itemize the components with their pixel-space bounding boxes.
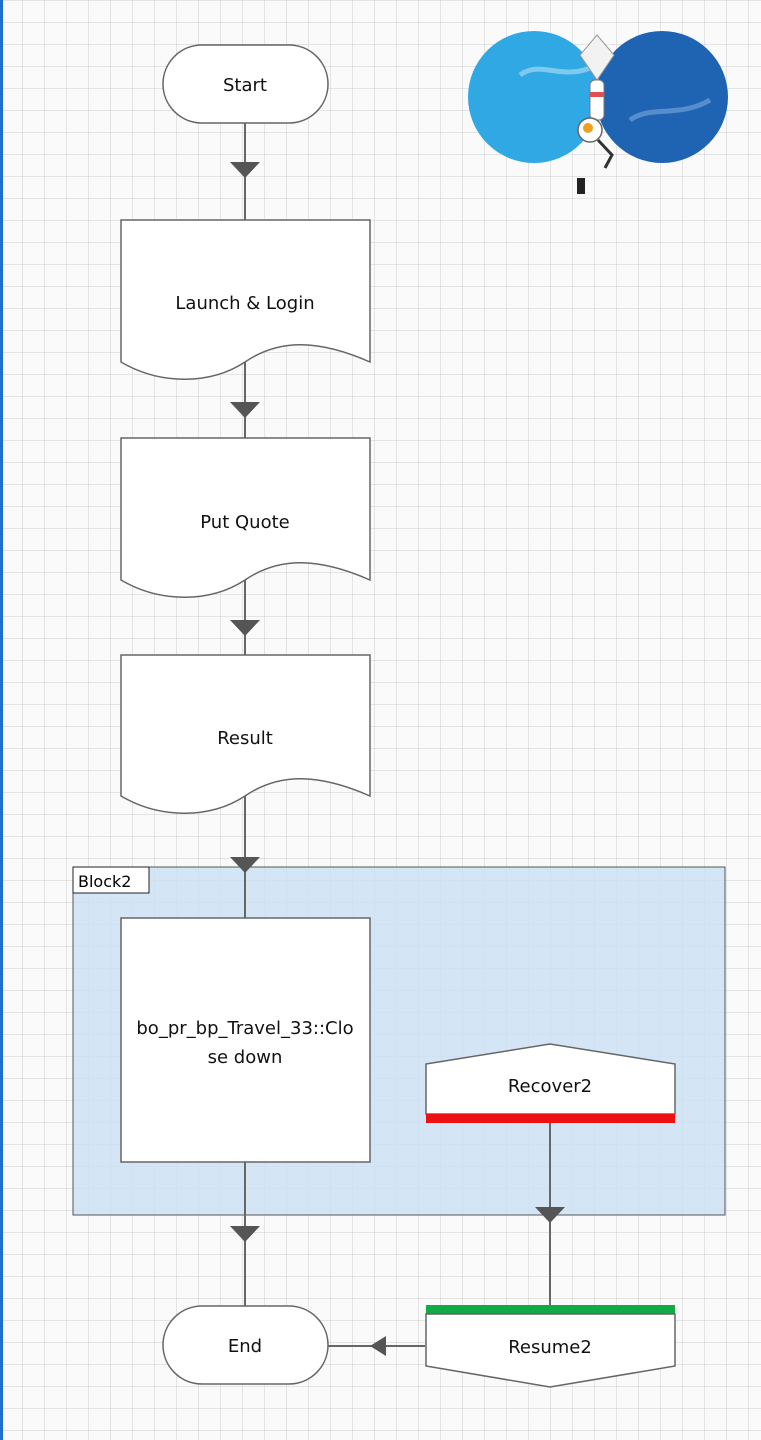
result-label: Result [217, 728, 273, 749]
result-node[interactable]: Result [120, 654, 371, 814]
block-label: Block2 [78, 872, 131, 891]
block-label-box [72, 866, 150, 894]
astronaut-logo-icon [468, 31, 728, 194]
arrow-1 [230, 162, 260, 178]
recover-node[interactable]: Recover2 [425, 1043, 676, 1123]
launch-login-node[interactable]: Launch & Login [120, 219, 371, 380]
arrow-7 [370, 1336, 386, 1356]
recover-label: Recover2 [508, 1076, 592, 1097]
start-node[interactable]: Start [162, 44, 329, 124]
resume-label: Resume2 [508, 1337, 592, 1358]
put-quote-node[interactable]: Put Quote [120, 437, 371, 598]
end-label: End [228, 1336, 262, 1357]
start-label: Start [223, 75, 267, 96]
arrow-2 [230, 402, 260, 418]
arrow-3 [230, 620, 260, 636]
arrow-4 [230, 857, 260, 873]
arrowheads [230, 162, 565, 1356]
left-border [0, 0, 3, 1440]
put-quote-label: Put Quote [200, 512, 289, 533]
close-down-node[interactable]: bo_pr_bp_Travel_33::Clo se down [120, 917, 371, 1163]
resume-node[interactable]: Resume2 [425, 1305, 676, 1388]
end-node[interactable]: End [162, 1305, 329, 1385]
launch-login-label: Launch & Login [175, 293, 314, 314]
close-down-label-line1: bo_pr_bp_Travel_33::Clo [136, 1018, 353, 1039]
resume-status-bar [426, 1305, 675, 1314]
arrow-5 [230, 1226, 260, 1242]
close-down-label-line2: se down [208, 1047, 283, 1068]
arrow-6 [535, 1207, 565, 1223]
recover-status-bar [426, 1114, 675, 1123]
